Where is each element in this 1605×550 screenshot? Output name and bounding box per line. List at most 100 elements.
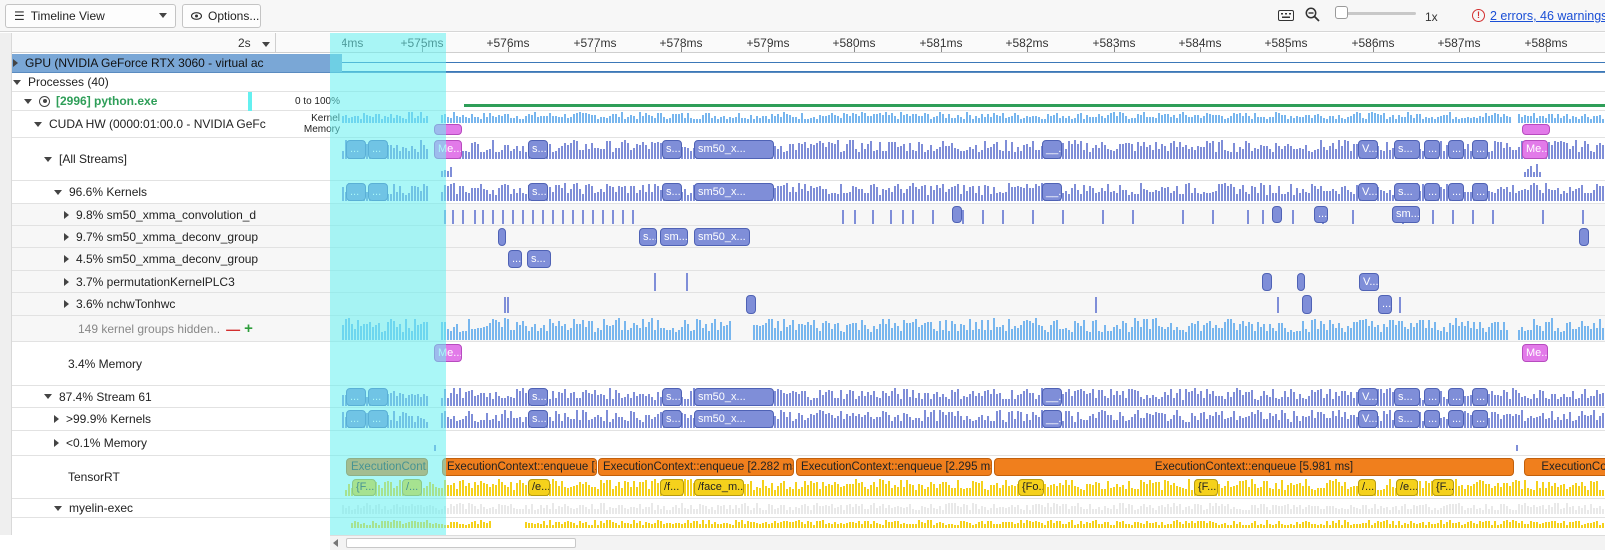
row-kernel-1[interactable]: 9.8% sm50_xmma_convolution_d ...sm... [12,204,1605,226]
row-gpu[interactable]: GPU (NVIDIA GeForce RTX 3060 - virtual a… [12,54,1605,73]
memory-track[interactable]: Me... Me... [342,342,1605,385]
row-memory[interactable]: 3.4% Memory Me...Me... [12,342,1605,386]
kernel-range[interactable]: ... [368,183,388,201]
nvtx-range[interactable]: /... [1358,479,1376,496]
kernel-range[interactable]: s... [662,388,682,406]
nvtx-range[interactable]: /e... [1396,479,1418,496]
kernel-range[interactable]: ... [1314,206,1328,223]
kernel-range[interactable]: s... [1394,140,1420,159]
kernel-range[interactable]: ... [346,140,366,159]
collapse-icon[interactable] [34,121,42,127]
zoom-slider-track[interactable] [1338,12,1416,15]
nvtx-range[interactable]: {F... [1194,479,1218,496]
kernel-range[interactable]: sm50_x... [694,228,750,246]
kernel-range[interactable]: sm... [1392,206,1420,223]
kernel-range[interactable]: s... [639,228,657,246]
kernel-range[interactable]: ... [368,140,388,159]
memory-range[interactable]: Me... [1522,140,1548,159]
kernel-range[interactable]: ... [368,388,388,406]
horizontal-scrollbar[interactable] [330,535,1605,550]
chevron-down-icon[interactable] [262,42,270,47]
kernel-range[interactable]: sm50_x... [694,183,774,201]
memory-range[interactable] [434,124,462,135]
row-process-python[interactable]: [2996] python.exe 0 to 100% [12,92,1605,111]
kernel-1-track[interactable]: ... sm... [342,204,1605,225]
kernel-3-track[interactable]: ...s... [342,248,1605,270]
kernel-range[interactable]: V... [1359,273,1379,291]
row-stream-61-memory[interactable]: <0.1% Memory [12,431,1605,456]
cuda-hw-track[interactable] [342,111,1605,137]
row-stream-61-kernels[interactable]: >99.9% Kernels ......s...s...sm50_x...__… [12,408,1605,431]
nvtx-range[interactable]: {Fo... [1018,479,1044,496]
row-myelin-exec[interactable]: myelin-exec [12,499,1605,518]
tensorrt-range[interactable]: ExecutionCo [1524,458,1605,476]
kernel-range[interactable] [746,295,756,314]
kernel-range[interactable]: ... [1448,410,1464,428]
keyboard-icon[interactable] [1278,9,1294,24]
collapse-icon[interactable] [24,98,32,104]
collapse-icon[interactable] [54,505,62,511]
kernel-range[interactable]: __... [1042,140,1062,159]
kernel-range[interactable]: ... [346,183,366,201]
collapse-icon[interactable] [13,79,21,85]
scrollbar-thumb[interactable] [346,538,576,548]
kernel-range[interactable] [1272,206,1282,223]
memory-range[interactable]: Me... [1522,344,1548,362]
scroll-left-icon[interactable] [333,539,338,547]
row-kernel-3[interactable]: 4.5% sm50_xmma_deconv_group ...s... [12,248,1605,271]
row-tensorrt[interactable]: TensorRT ExecutionCont...ExecutionContex… [12,456,1605,499]
row-kernel-5[interactable]: 3.6% nchwTonhwc ... [12,293,1605,316]
stream-61-memory-track[interactable] [342,431,1605,455]
nvtx-range[interactable]: {F... [352,479,376,496]
kernel-range[interactable]: V... [1358,388,1378,406]
remove-icon[interactable]: — [226,320,241,337]
nvtx-range[interactable]: /... [402,479,422,496]
myelin-exec-track[interactable] [342,499,1605,517]
kernel-range[interactable]: s... [527,250,551,268]
kernel-range[interactable]: s... [1394,410,1420,428]
kernel-range[interactable]: V... [1358,140,1378,159]
expand-icon[interactable] [64,277,69,286]
kernel-range[interactable] [1302,295,1312,314]
stream-61-track[interactable]: ......s...s...sm50_x...__...V...s.......… [342,386,1605,407]
kernel-range[interactable]: s... [528,410,548,428]
expand-icon[interactable] [64,255,69,263]
kernel-range[interactable]: __... [1042,183,1062,201]
kernel-2-track[interactable]: s...sm... sm50_x... [342,226,1605,247]
memory-range[interactable]: Me... [434,140,462,159]
kernel-range[interactable]: sm50_x... [694,410,774,428]
kernel-range[interactable]: sm50_x... [694,140,774,159]
row-kernel-4[interactable]: 3.7% permutationKernelPLC3 V... [12,271,1605,293]
zoom-slider-thumb[interactable] [1335,6,1348,19]
kernel-range[interactable]: s... [662,410,682,428]
row-cuda-hw[interactable]: CUDA HW (0000:01:00.0 - NVIDIA GeFc Kern… [12,111,1605,138]
kernel-range[interactable]: ... [1448,388,1464,406]
nvtx-range[interactable]: /e... [528,479,550,496]
kernel-range[interactable]: s... [662,140,682,159]
collapse-icon[interactable] [44,156,52,162]
add-icon[interactable]: + [244,320,253,337]
kernel-range[interactable] [498,228,506,246]
expand-icon[interactable] [13,59,18,67]
kernel-range[interactable]: sm... [660,228,688,246]
row-processes[interactable]: Processes (40) [12,73,1605,92]
kernel-range[interactable]: s... [528,183,548,201]
zoom-out-icon[interactable] [1305,7,1320,25]
kernel-range[interactable]: V... [1358,183,1378,201]
kernel-range[interactable]: ... [1448,183,1464,201]
options-button[interactable]: Options... [182,4,261,28]
kernel-range[interactable]: __... [1042,388,1062,406]
kernel-range[interactable]: ... [1378,295,1392,314]
tensorrt-range[interactable]: ExecutionCont... [346,458,428,476]
stream-61-kernels-track[interactable]: ......s...s...sm50_x...__...V...s.......… [342,408,1605,430]
kernel-range[interactable] [1262,273,1272,291]
expand-icon[interactable] [64,232,69,241]
collapse-icon[interactable] [54,189,62,195]
kernel-range[interactable]: s... [528,388,548,406]
kernel-range[interactable]: s... [1394,388,1420,406]
nvtx-range[interactable]: /f... [660,479,684,496]
kernel-range[interactable]: ... [1472,388,1488,406]
memory-range[interactable]: Me... [434,344,462,362]
row-kernels[interactable]: 96.6% Kernels ......s...s...sm50_x...__.… [12,181,1605,204]
kernel-range[interactable]: s... [662,183,682,201]
